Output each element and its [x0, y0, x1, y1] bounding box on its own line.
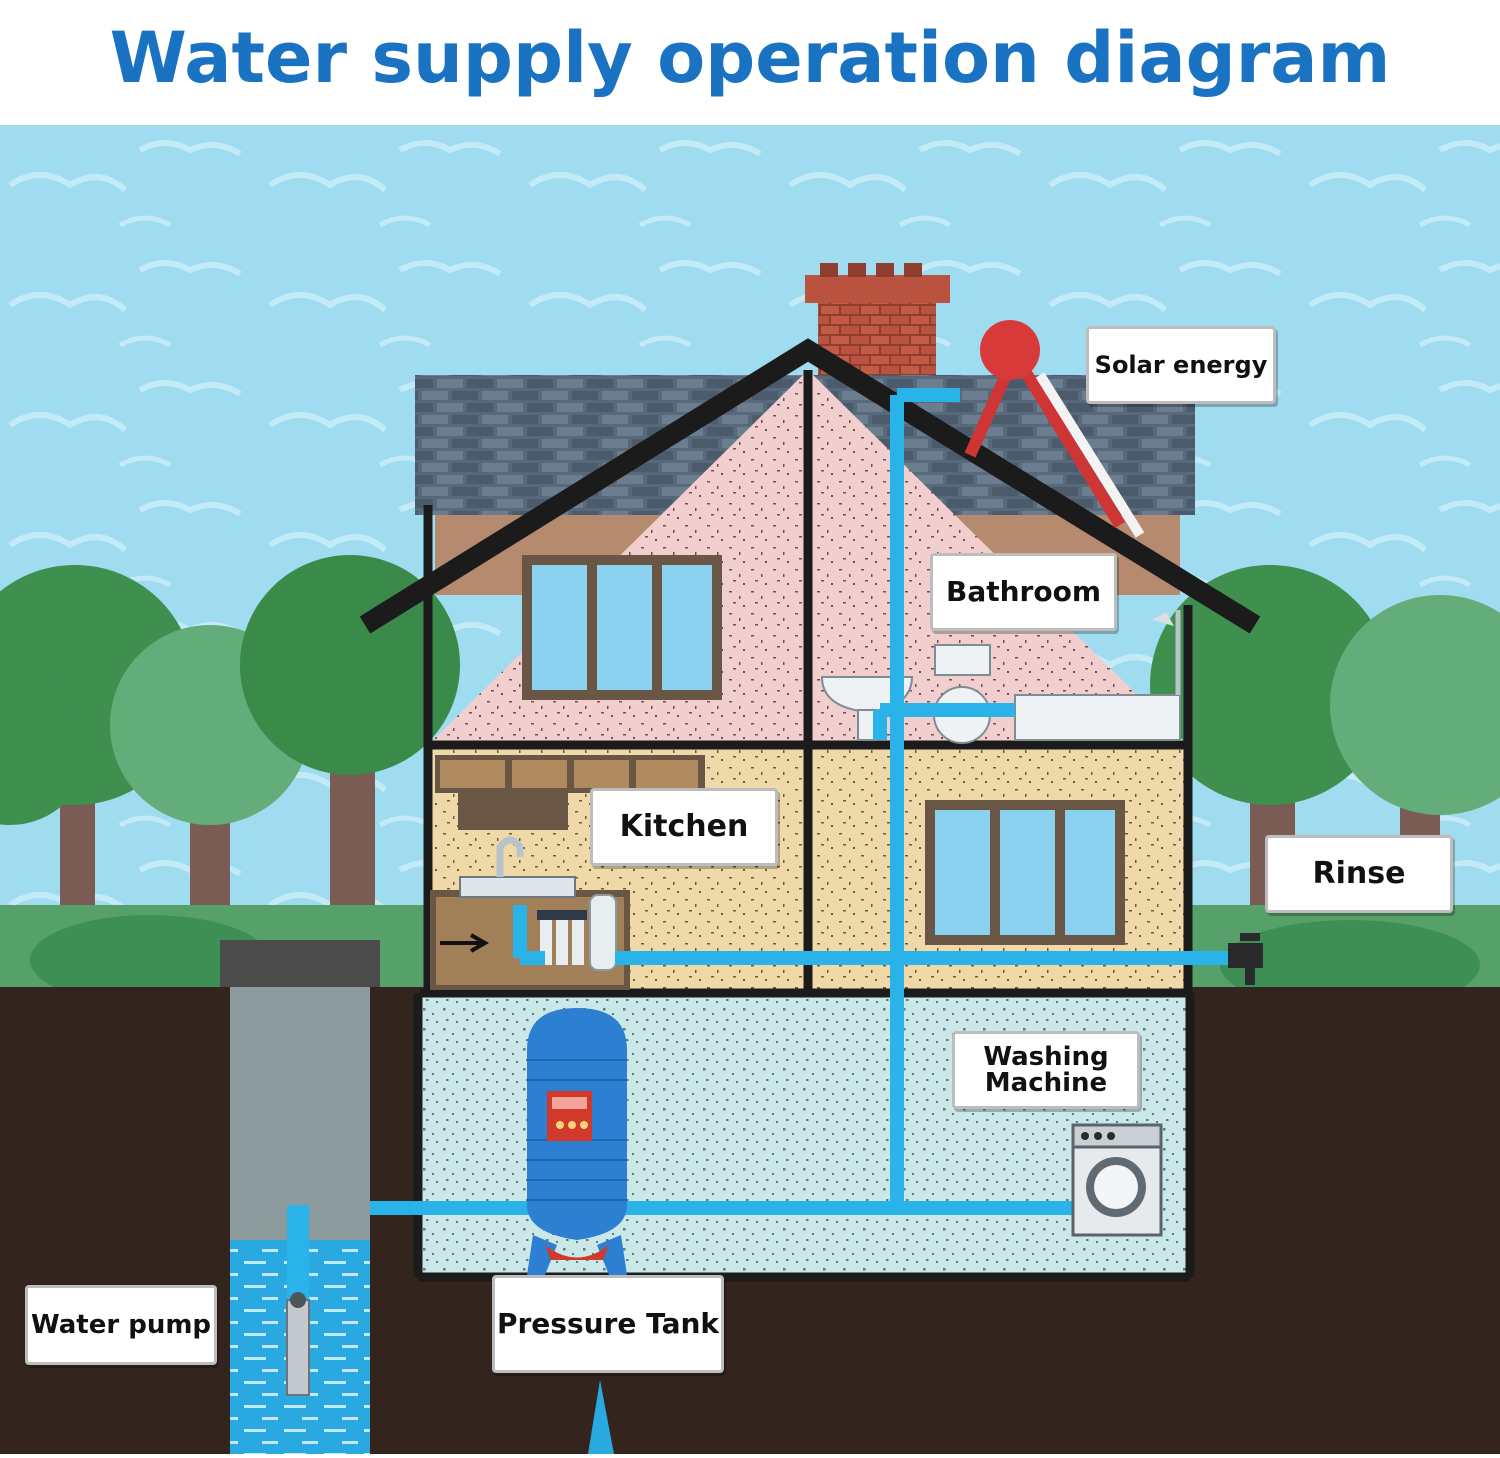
house-illustration: [0, 125, 1500, 1455]
label-rinse: Rinse: [1265, 835, 1453, 913]
title-bar: Water supply operation diagram: [0, 0, 1500, 125]
middle-window: [925, 800, 1125, 945]
label-kitchen: Kitchen: [590, 788, 778, 866]
diagram-scene: Solar energy Bathroom Kitchen Rinse Wash…: [0, 125, 1500, 1455]
well: [220, 940, 380, 1455]
water-pipes: [293, 388, 1233, 1315]
bathroom-fixtures: [820, 610, 1181, 744]
arrow-icon: [440, 933, 490, 953]
pressure-tank-icon: [527, 1008, 627, 1275]
label-pressure-tank: Pressure Tank: [492, 1275, 724, 1373]
kitchen-sink: [459, 836, 576, 898]
label-bathroom: Bathroom: [930, 553, 1117, 631]
page-title: Water supply operation diagram: [109, 16, 1391, 99]
label-solar-energy: Solar energy: [1086, 326, 1276, 404]
washing-machine-icon: [1071, 1123, 1163, 1237]
upper-window: [522, 555, 722, 700]
callout-pointer: [588, 1380, 614, 1454]
outdoor-tap-icon: [1228, 933, 1263, 985]
label-washing-machine: Washing Machine: [952, 1031, 1140, 1109]
water-filter: [537, 894, 617, 971]
roof-edge: [359, 338, 1261, 634]
label-water-pump: Water pump: [25, 1285, 217, 1365]
solar-collector: [964, 320, 1145, 538]
submersible-pump-icon: [286, 1205, 310, 1396]
